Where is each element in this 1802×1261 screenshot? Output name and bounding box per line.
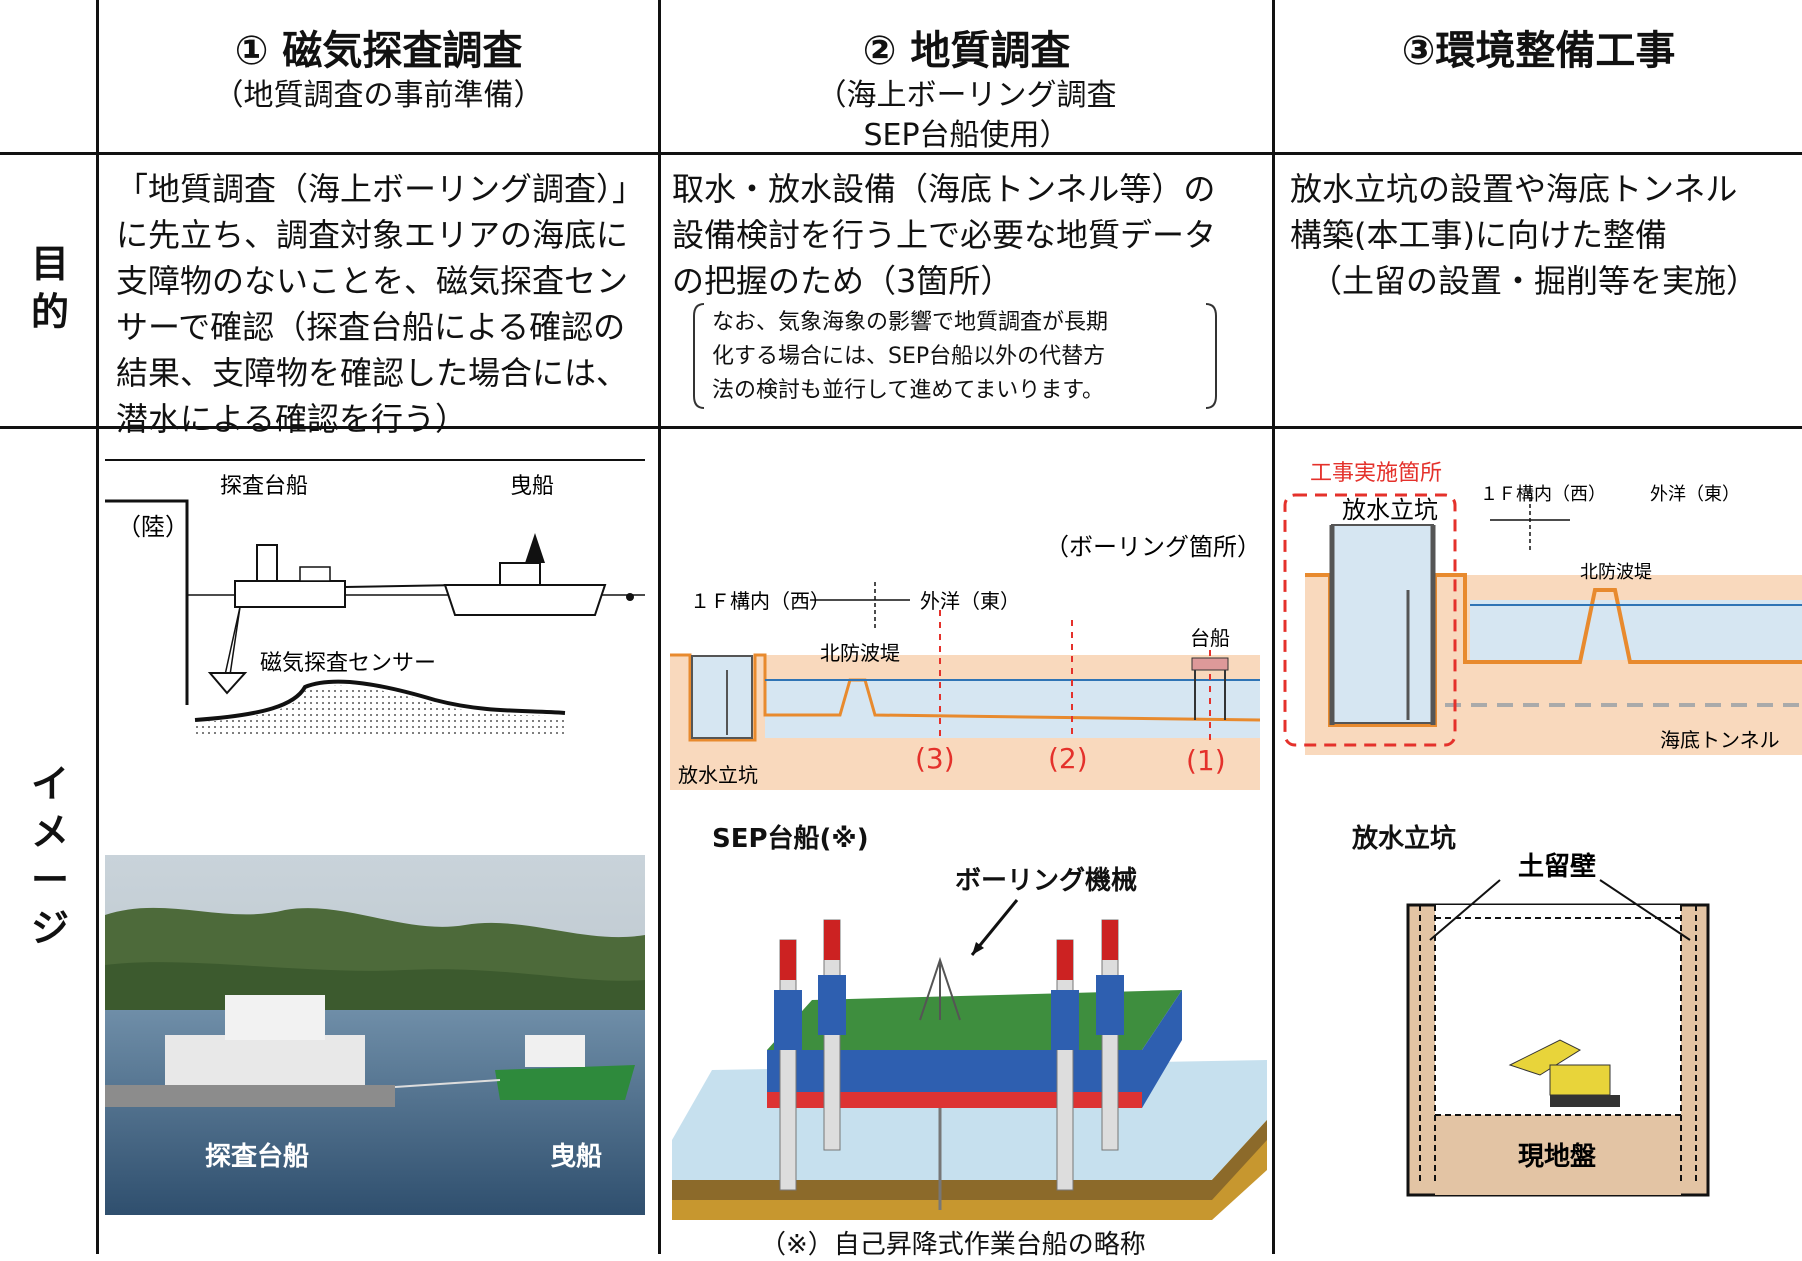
text-line: 構築(本工事)に向けた整備 <box>1290 216 1667 254</box>
east-label: 外洋（東） <box>1650 484 1740 505</box>
header-subtitle: SEP台船使用） <box>863 118 1070 153</box>
sep-footnote: （※）自己昇降式作業台船の略称 <box>760 1230 1146 1260</box>
text-line: なお、気象海象の影響で地質調査が長期 <box>712 310 1109 335</box>
sep-barge-illustration <box>672 899 1267 1220</box>
row-label-char: イ <box>30 762 69 806</box>
purpose-col2-note: なお、気象海象の影響で地質調査が長期 化する場合には、SEP台船以外の代替方 法… <box>712 306 1212 408</box>
text-line: サーで確認（探査台船による確認の <box>116 308 626 346</box>
photo-tug-boat-label: 曳船 <box>550 1141 602 1172</box>
row-label-purpose: 目 的 <box>20 240 80 336</box>
wall-label: 土留壁 <box>1518 851 1596 882</box>
grid-line <box>96 0 99 1254</box>
breakwater-label: 北防波堤 <box>1580 562 1652 583</box>
west-label: １Ｆ構内（西） <box>1480 484 1606 505</box>
header-title: ③環境整備工事 <box>1401 28 1676 74</box>
text-line: 法の検討も並行して進めてまいります。 <box>712 378 1105 403</box>
west-label: １Ｆ構内（西） <box>690 589 830 613</box>
text-line: 化する場合には、SEP台船以外の代替方 <box>712 344 1106 369</box>
boring-points-label: （ボーリング箇所） <box>1045 533 1261 561</box>
ground-label: 現地盤 <box>1518 1142 1597 1172</box>
header-col3: ③環境整備工事 <box>1275 18 1802 76</box>
survey-boat-label: 探査台船 <box>220 474 308 499</box>
survey-boat-photo: 探査台船 曳船 <box>105 855 645 1215</box>
tug-boat-label: 曳船 <box>510 474 554 499</box>
east-label: 外洋（東） <box>920 589 1020 613</box>
sep-title: SEP台船(※) <box>712 824 869 854</box>
boring-machine-label: ボーリング機械 <box>955 866 1138 896</box>
grid-line <box>0 152 1802 155</box>
text-line: （土留の設置・掘削等を実施） <box>1310 262 1759 300</box>
construction-site-diagram: 工事実施箇所 放水立坑 １Ｆ構内（西） 外洋（東） 北防波堤 海底トンネル <box>1283 461 1802 755</box>
row-label-char: ジ <box>30 906 69 950</box>
shaft-section-title: 放水立坑 <box>1352 824 1457 854</box>
grid-line <box>0 426 1802 429</box>
grid-line <box>658 0 661 1254</box>
header-col2: ② 地質調査 （海上ボーリング調査 SEP台船使用） <box>661 18 1272 156</box>
sensor-label: 磁気探査センサー <box>260 651 436 676</box>
purpose-col2: 取水・放水設備（海底トンネル等）の 設備検討を行う上で必要な地質データ の把握の… <box>672 166 1267 304</box>
row-label-char: 目 <box>30 242 69 286</box>
row-label-char: 的 <box>30 290 69 334</box>
magnetic-survey-diagram: （陸） 探査台船 曳船 磁気探査センサー <box>105 459 645 737</box>
text-line: 潜水による確認を行う） <box>116 400 468 438</box>
shaft-label: 放水立坑 <box>678 763 758 787</box>
breakwater-label: 北防波堤 <box>820 641 900 665</box>
text-line: 支障物のないことを、磁気探査セン <box>116 262 629 300</box>
shaft-cross-section: 土留壁 現地盤 <box>1406 851 1710 1197</box>
text-line: の把握のため（3箇所） <box>672 262 1013 300</box>
text-line: 取水・放水設備（海底トンネル等）の <box>672 170 1216 208</box>
header-subtitle: （海上ボーリング調査 <box>816 78 1117 113</box>
grid-line <box>1272 0 1275 1254</box>
header-title: ② 地質調査 <box>862 28 1071 74</box>
land-label: （陸） <box>117 513 189 541</box>
header-subtitle: （地質調査の事前準備） <box>213 78 544 113</box>
site-label: 工事実施箇所 <box>1310 461 1442 486</box>
row-label-char: メ <box>30 810 69 854</box>
text-line: 「地質調査（海上ボーリング調査）」 <box>116 170 645 208</box>
text-line: 放水立坑の設置や海底トンネル <box>1290 170 1738 208</box>
purpose-col1: 「地質調査（海上ボーリング調査）」 に先立ち、調査対象エリアの海底に 支障物のな… <box>116 166 656 442</box>
boring-location-diagram: （ボーリング箇所） １Ｆ構内（西） 外洋（東） 北防波堤 台船 放水立坑 (3)… <box>670 533 1261 790</box>
row-label-char: ー <box>30 858 69 902</box>
header-title: ① 磁気探査調査 <box>234 28 523 74</box>
text-line: 結果、支障物を確認した場合には、 <box>116 354 629 392</box>
shaft-label: 放水立坑 <box>1342 496 1438 524</box>
tunnel-label: 海底トンネル <box>1660 728 1780 752</box>
point-2-label: (2) <box>1048 742 1088 775</box>
note-bracket <box>693 303 1217 409</box>
header-col1: ① 磁気探査調査 （地質調査の事前準備） <box>99 18 658 116</box>
barge-label: 台船 <box>1190 626 1230 650</box>
purpose-col3: 放水立坑の設置や海底トンネル 構築(本工事)に向けた整備 （土留の設置・掘削等を… <box>1290 166 1800 304</box>
text-line: に先立ち、調査対象エリアの海底に <box>116 216 629 254</box>
row-label-image: イ メ ー ジ <box>20 760 80 952</box>
point-1-label: (1) <box>1186 744 1226 777</box>
point-3-label: (3) <box>915 742 955 775</box>
photo-survey-boat-label: 探査台船 <box>205 1141 309 1172</box>
text-line: 設備検討を行う上で必要な地質データ <box>672 216 1217 254</box>
